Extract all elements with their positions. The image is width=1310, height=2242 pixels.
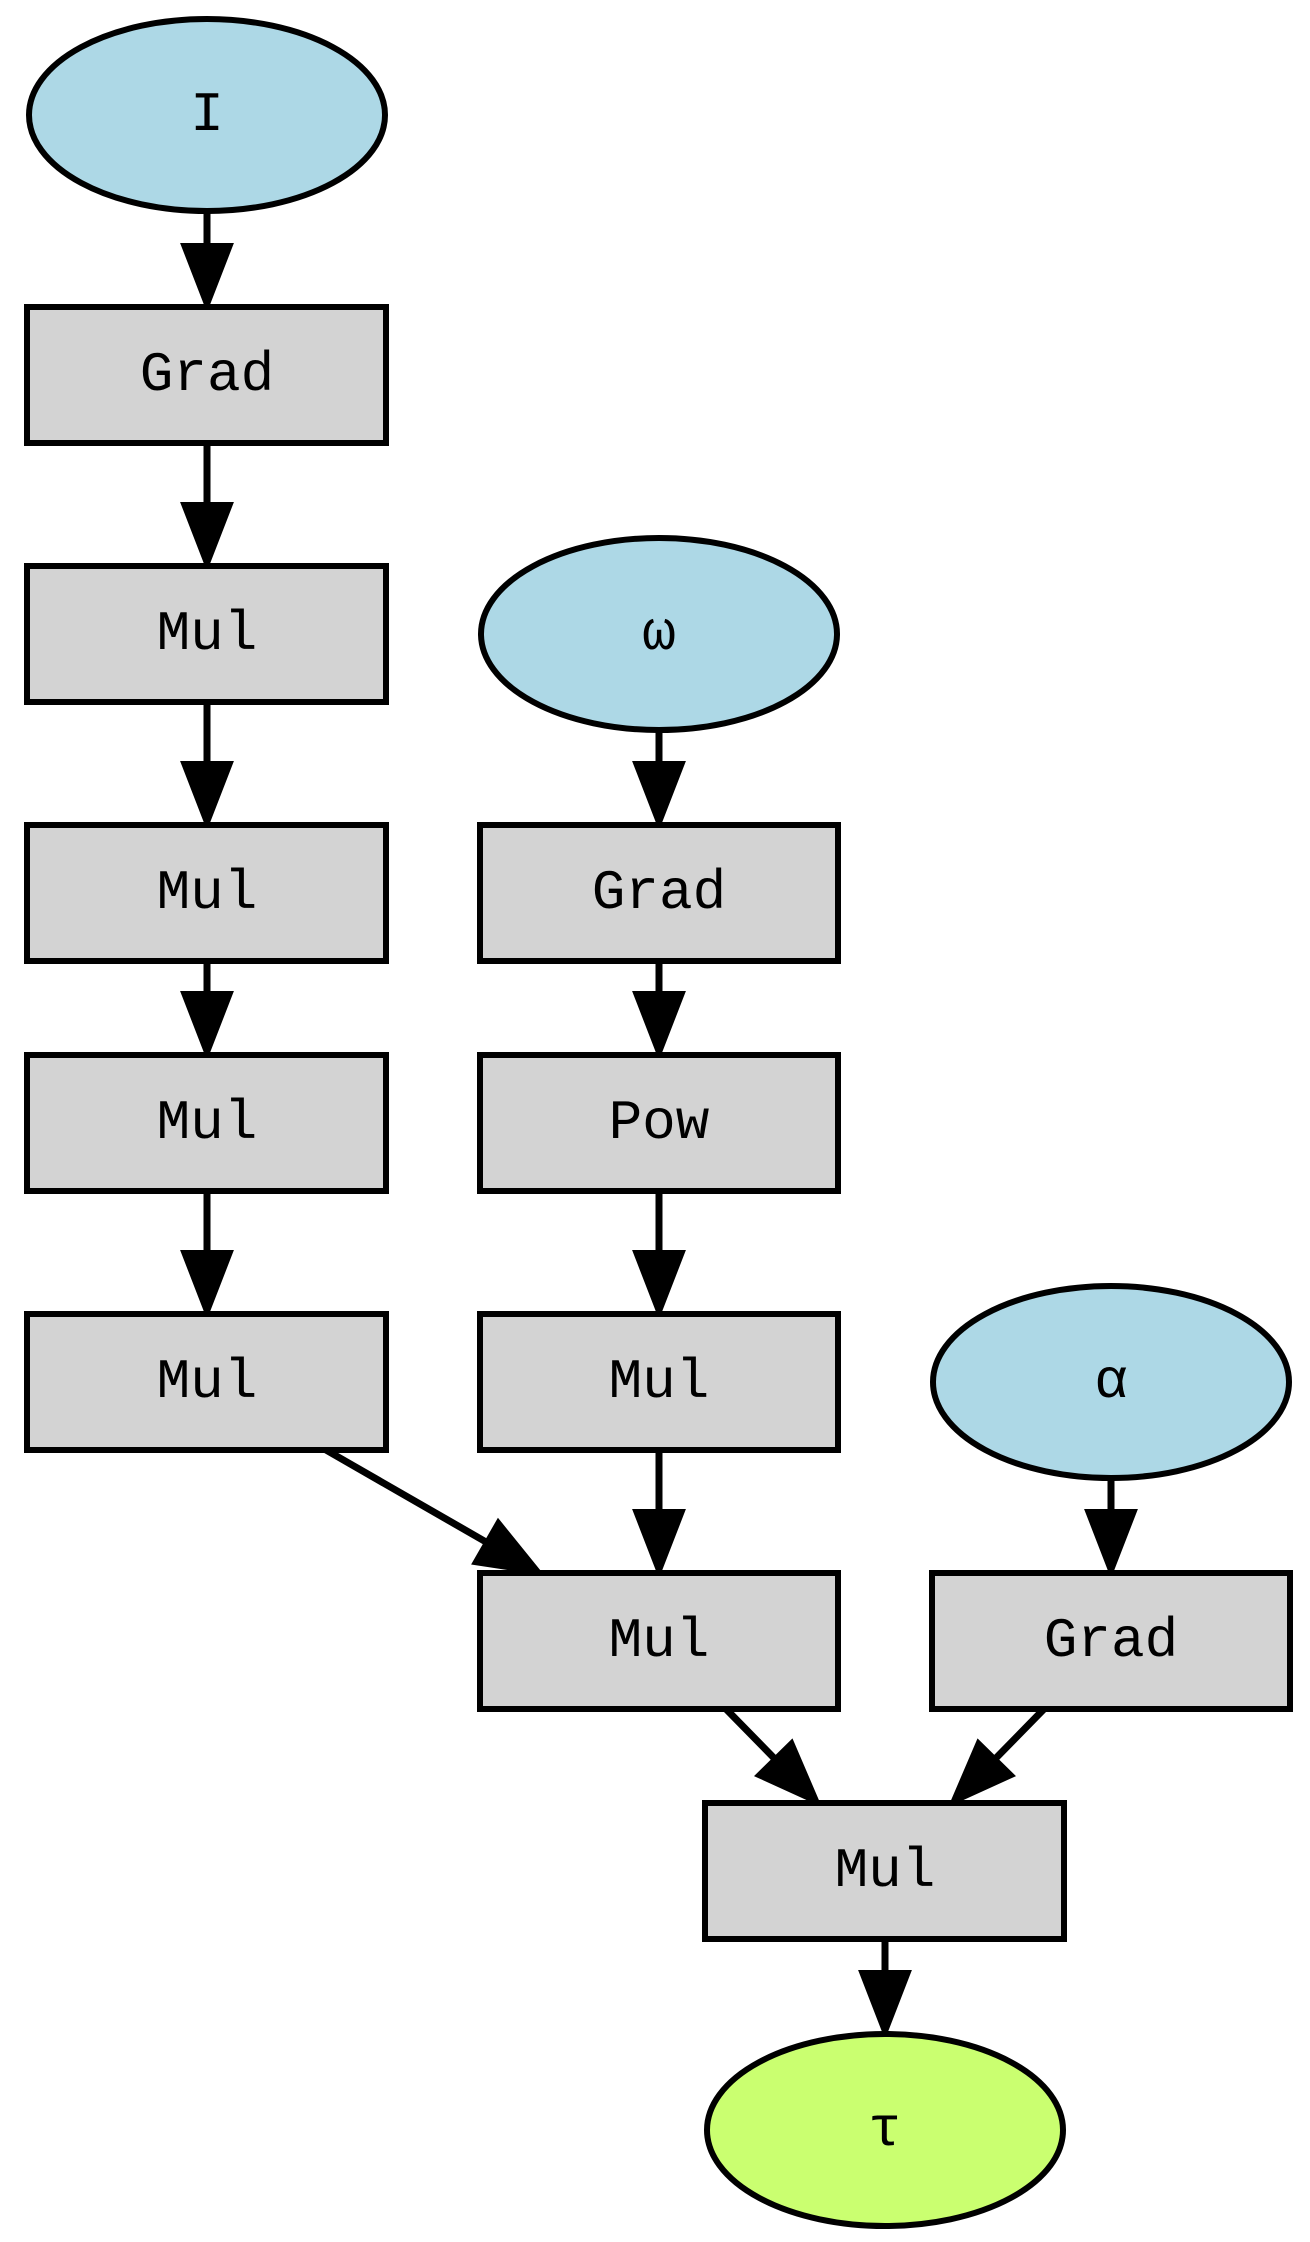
arrowhead bbox=[632, 1250, 686, 1320]
node-output-tau: τ bbox=[704, 2031, 1066, 2229]
node-shape bbox=[930, 1283, 1292, 1481]
node-label: Mul bbox=[157, 602, 258, 666]
node-grad-1: Grad bbox=[24, 304, 389, 446]
node-pow-1: Pow bbox=[477, 1052, 841, 1194]
node-label: Mul bbox=[835, 1839, 936, 1903]
node-shape bbox=[704, 2031, 1066, 2229]
node-label: Mul bbox=[157, 1350, 258, 1414]
node-shape bbox=[477, 1052, 841, 1194]
arrowhead bbox=[180, 1250, 234, 1320]
edge-layer bbox=[180, 211, 1138, 2040]
node-shape bbox=[24, 1311, 389, 1453]
edge-line bbox=[723, 1706, 778, 1762]
arrowhead bbox=[858, 1970, 912, 2040]
arrowhead bbox=[180, 761, 234, 831]
node-shape bbox=[24, 822, 389, 964]
edge-line bbox=[992, 1706, 1047, 1762]
edge-mul-1-to-mul-2 bbox=[180, 702, 234, 831]
node-grad-3: Grad bbox=[929, 1570, 1293, 1712]
node-input-omega: ω bbox=[478, 535, 840, 733]
edge-input-alpha-to-grad-3 bbox=[1084, 1478, 1138, 1579]
node-label: Mul bbox=[609, 1350, 710, 1414]
node-shape bbox=[26, 16, 388, 214]
edge-mul-6-to-mul-7 bbox=[723, 1706, 822, 1807]
node-shape bbox=[477, 822, 841, 964]
edge-input-omega-to-grad-2 bbox=[632, 730, 686, 831]
edge-input-I-to-grad-1 bbox=[180, 211, 234, 313]
edge-grad-1-to-mul-1 bbox=[180, 443, 234, 572]
edge-pow-1-to-mul-5 bbox=[632, 1191, 686, 1320]
node-shape bbox=[24, 563, 389, 705]
node-grad-2: Grad bbox=[477, 822, 841, 964]
arrowhead bbox=[180, 991, 234, 1061]
edge-mul-3-to-mul-4 bbox=[180, 1191, 234, 1320]
node-shape bbox=[478, 535, 840, 733]
arrowhead bbox=[632, 991, 686, 1061]
node-input-alpha: α bbox=[930, 1283, 1292, 1481]
node-shape bbox=[477, 1311, 841, 1453]
node-label: Mul bbox=[157, 861, 258, 925]
node-shape bbox=[24, 1052, 389, 1194]
edge-grad-2-to-pow-1 bbox=[632, 961, 686, 1061]
arrowhead bbox=[1084, 1509, 1138, 1579]
node-mul-5: Mul bbox=[477, 1311, 841, 1453]
node-shape bbox=[702, 1800, 1067, 1942]
node-label: α bbox=[1094, 1350, 1128, 1414]
edge-mul-2-to-mul-3 bbox=[180, 961, 234, 1061]
node-shape bbox=[24, 304, 389, 446]
node-label: Grad bbox=[1044, 1609, 1178, 1673]
arrowhead bbox=[753, 1738, 822, 1807]
node-input-I: I bbox=[26, 16, 388, 214]
arrowhead bbox=[948, 1738, 1017, 1807]
edge-mul-7-to-output-tau bbox=[858, 1939, 912, 2040]
node-mul-1: Mul bbox=[24, 563, 389, 705]
node-label: τ bbox=[868, 2098, 902, 2162]
node-shape bbox=[929, 1570, 1293, 1712]
arrowhead bbox=[180, 243, 234, 313]
node-mul-7: Mul bbox=[702, 1800, 1067, 1942]
arrowhead bbox=[471, 1517, 545, 1576]
edge-mul-4-to-mul-6 bbox=[324, 1446, 545, 1576]
edge-grad-3-to-mul-7 bbox=[948, 1706, 1047, 1807]
node-mul-4: Mul bbox=[24, 1311, 389, 1453]
node-mul-6: Mul bbox=[477, 1570, 841, 1712]
node-label: ω bbox=[642, 602, 676, 666]
arrowhead bbox=[632, 761, 686, 831]
node-label: Grad bbox=[140, 343, 274, 407]
edge-mul-5-to-mul-6 bbox=[632, 1450, 686, 1579]
edge-line bbox=[324, 1446, 488, 1546]
node-label: Grad bbox=[592, 861, 726, 925]
node-mul-3: Mul bbox=[24, 1052, 389, 1194]
node-label: Mul bbox=[609, 1609, 710, 1673]
node-label: Mul bbox=[157, 1091, 258, 1155]
arrowhead bbox=[180, 502, 234, 572]
node-shape bbox=[477, 1570, 841, 1712]
node-label: I bbox=[190, 83, 224, 147]
arrowhead bbox=[632, 1509, 686, 1579]
node-mul-2: Mul bbox=[24, 822, 389, 964]
node-label: Pow bbox=[609, 1091, 710, 1155]
